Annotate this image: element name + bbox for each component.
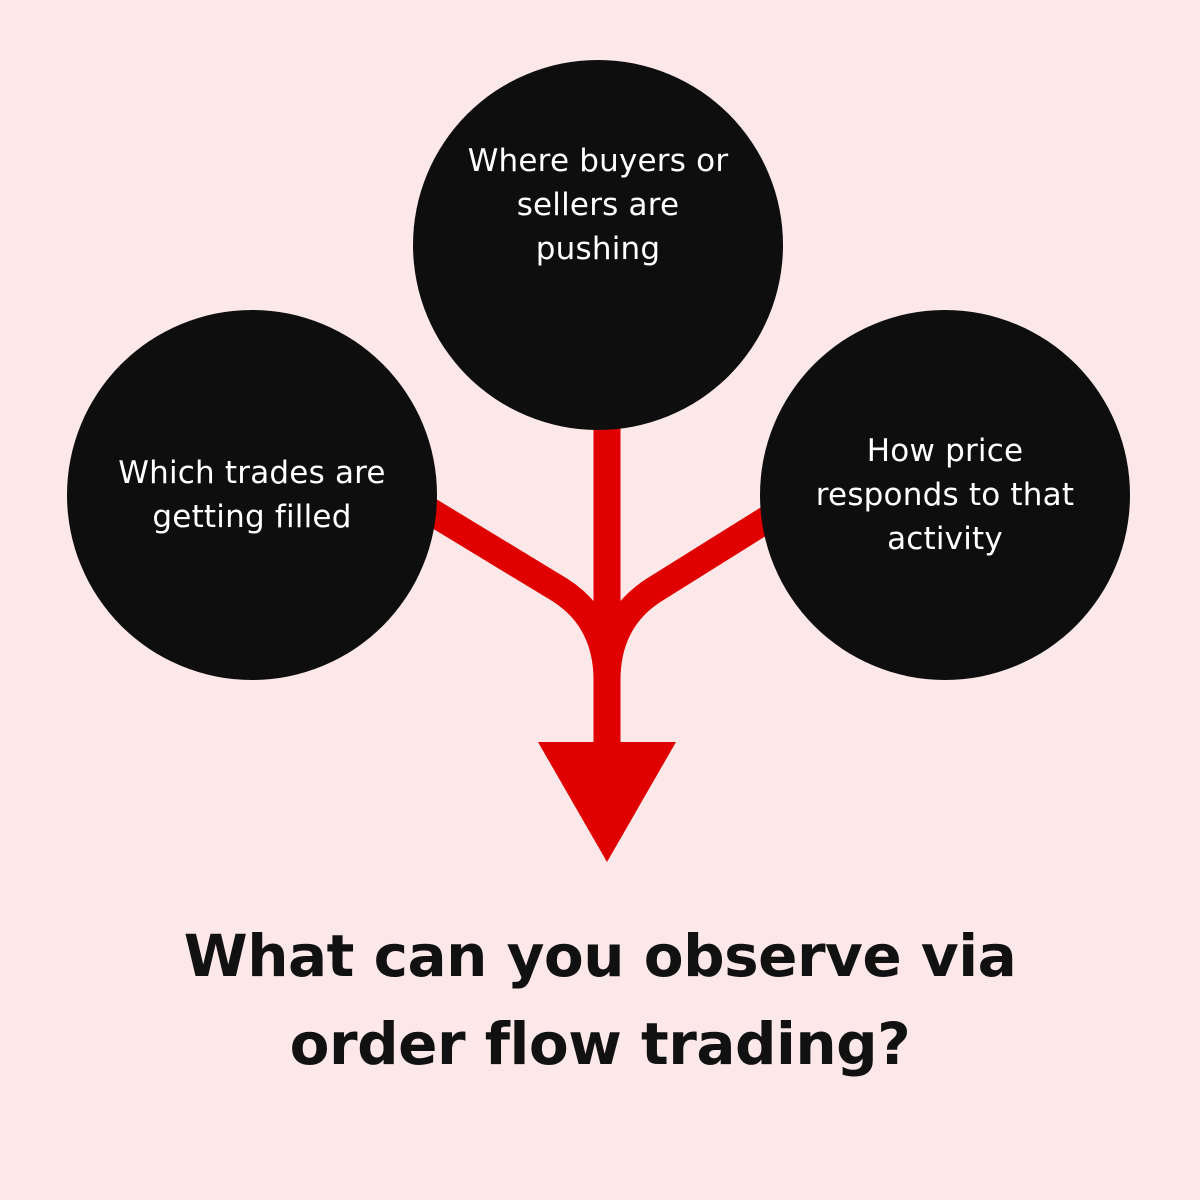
arrow-branch-right [593, 493, 798, 760]
arrow-branch-left [412, 493, 621, 760]
node-buyers-sellers: Where buyers or sellers are pushing [413, 60, 783, 430]
node-buyers-sellers-label: Where buyers or sellers are pushing [467, 143, 729, 267]
node-trades-filled: Which trades are getting filled [67, 310, 437, 680]
question-heading: What can you observe via order flow trad… [0, 912, 1200, 1088]
node-trades-filled-label: Which trades are getting filled [118, 455, 386, 535]
node-price-response: How price responds to that activity [760, 310, 1130, 680]
converging-arrow [412, 420, 798, 760]
question-line-2: order flow trading? [289, 1010, 911, 1078]
node-price-response-label: How price responds to that activity [815, 433, 1075, 557]
arrow-head [538, 742, 676, 862]
question-line-1: What can you observe via [183, 922, 1017, 990]
